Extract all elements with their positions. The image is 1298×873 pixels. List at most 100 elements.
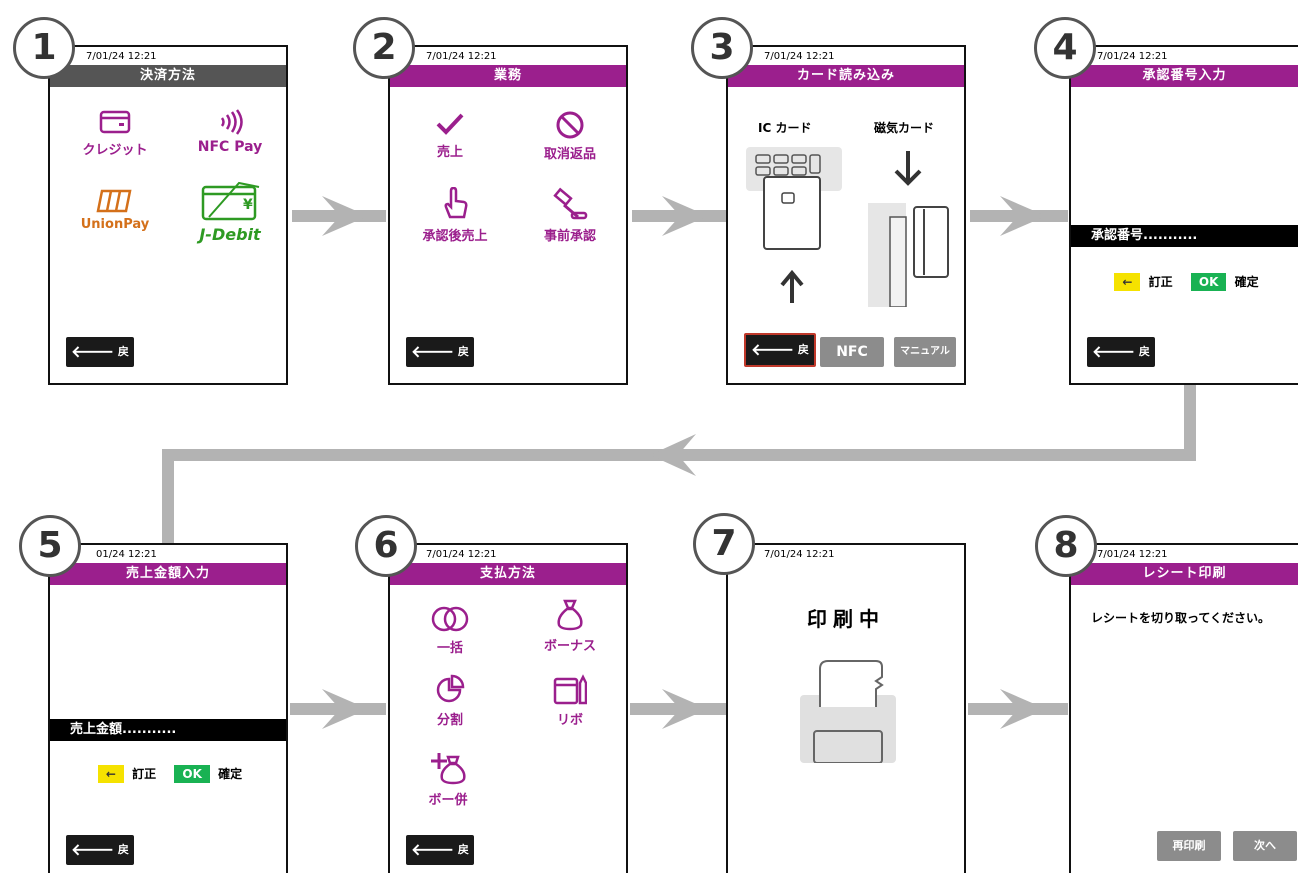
svg-text:¥: ¥ <box>243 197 253 213</box>
double-circle-icon <box>431 606 469 632</box>
screen-title: 売上金額入力 <box>50 563 286 585</box>
nfc-wave-icon <box>220 109 243 135</box>
installment-option[interactable]: 分割 <box>400 673 500 728</box>
step-badge-8: 8 <box>1035 515 1097 577</box>
nfc-button[interactable]: NFC <box>820 337 884 367</box>
credit-option[interactable]: クレジット <box>70 109 160 158</box>
back-button[interactable]: 🡐 戻る <box>406 337 474 383</box>
bonus-label: ボーナス <box>543 639 596 654</box>
hand-pointer-icon <box>444 187 468 219</box>
approval-number-field[interactable]: 承認番号........... <box>1071 225 1298 247</box>
timestamp: 7/01/24 12:21 <box>1097 51 1168 62</box>
lump-sum-option[interactable]: 一括 <box>400 605 500 656</box>
correct-key: ← <box>1114 273 1141 291</box>
ok-key: OK <box>1190 273 1227 291</box>
back-button[interactable]: 🡐 戻る <box>744 333 816 383</box>
unionpay-option[interactable]: UnionPay <box>65 189 165 232</box>
jdebit-option[interactable]: ¥ J-Debit <box>180 179 280 244</box>
sale-label: 売上 <box>436 145 463 160</box>
nfc-pay-label: NFC Pay <box>197 139 263 155</box>
magnetic-reader-illustration <box>868 151 949 307</box>
prohibited-icon <box>556 111 584 139</box>
next-button[interactable]: 次へ 🡒 <box>1233 831 1297 873</box>
flow-arrow-3-4 <box>1000 196 1046 236</box>
back-button[interactable]: 🡐 戻る <box>1087 337 1155 383</box>
post-approval-sale-option[interactable]: 承認後売上 <box>400 187 510 244</box>
screen-business: 7/01/24 12:21 業務 売上 取消返品 承認後売上 事前承認 🡐 戻る <box>388 45 628 385</box>
revolving-option[interactable]: リボ <box>520 673 620 728</box>
confirm-label: 確定 <box>1234 275 1259 289</box>
mag-card-label: 磁気カード <box>874 121 935 135</box>
back-label: 戻る <box>117 843 129 856</box>
back-label: 戻る <box>1115 345 1150 385</box>
step-badge-5: 5 <box>19 515 81 577</box>
screen-printing: 7/01/24 12:21 印刷中 <box>726 543 966 873</box>
step-badge-1: 1 <box>13 17 75 79</box>
pre-approval-label: 事前承認 <box>543 229 596 244</box>
back-button[interactable]: 🡐 戻る <box>406 835 474 865</box>
back-label: 戻る <box>457 843 469 856</box>
jdebit-card-icon: ¥ <box>201 181 260 221</box>
gavel-icon <box>553 187 588 220</box>
unionpay-icon <box>96 189 132 213</box>
timestamp: 7/01/24 12:21 <box>426 51 497 62</box>
timestamp: 01/24 12:21 <box>96 549 157 560</box>
manual-button[interactable]: マニュアル <box>894 337 956 367</box>
credit-card-icon <box>99 110 131 134</box>
arrow-left-icon: 🡐 <box>1092 342 1136 361</box>
step-badge-6: 6 <box>355 515 417 577</box>
screen-approval-number: 7/01/24 12:21 承認番号入力 承認番号........... ← 訂… <box>1069 45 1298 385</box>
timestamp: 7/01/24 12:21 <box>764 51 835 62</box>
refund-label: 取消返品 <box>543 147 596 162</box>
key-hints: ← 訂正 OK 確定 <box>50 765 286 783</box>
flow-arrow-7-8 <box>1000 689 1046 729</box>
screen-payment-plan: 7/01/24 12:21 支払方法 一括 ボーナス 分割 リボ <box>388 543 628 873</box>
timestamp: 7/01/24 12:21 <box>764 549 835 560</box>
back-button[interactable]: 🡐 戻る <box>66 337 134 383</box>
bonus-option[interactable]: ボーナス <box>520 599 620 654</box>
timestamp: 7/01/24 12:21 <box>426 549 497 560</box>
sale-option[interactable]: 売上 <box>400 111 500 160</box>
revolving-label: リボ <box>556 713 583 728</box>
card-pen-icon <box>553 674 587 705</box>
arrow-left-icon: 🡐 <box>71 840 115 859</box>
step-badge-2: 2 <box>353 17 415 79</box>
back-label: 戻る <box>434 345 469 385</box>
refund-option[interactable]: 取消返品 <box>520 111 620 162</box>
reprint-button[interactable]: 再印刷 <box>1157 831 1221 861</box>
printer-icon <box>800 660 896 763</box>
back-label: 戻る <box>94 345 129 385</box>
arrow-left-icon: 🡐 <box>411 840 455 859</box>
credit-label: クレジット <box>82 143 148 158</box>
unionpay-label: UnionPay <box>80 217 150 232</box>
back-button[interactable]: 🡐 戻る <box>66 835 134 865</box>
screen-title: 承認番号入力 <box>1071 65 1298 87</box>
sales-amount-field[interactable]: 売上金額........... <box>50 719 286 741</box>
step-badge-3: 3 <box>691 17 753 79</box>
correct-key: ← <box>97 765 124 783</box>
pie-chart-icon <box>436 674 465 703</box>
installment-label: 分割 <box>436 713 463 728</box>
screen-sales-amount: 01/24 12:21 売上金額入力 売上金額........... ← 訂正 … <box>48 543 288 873</box>
step-badge-4: 4 <box>1034 17 1096 79</box>
key-hints: ← 訂正 OK 確定 <box>1071 273 1298 291</box>
flow-arrow-1-2 <box>322 196 368 236</box>
ic-card-reader-illustration <box>746 147 842 303</box>
screen-title: レシート印刷 <box>1071 563 1298 585</box>
lump-sum-label: 一括 <box>436 641 463 656</box>
confirm-label: 確定 <box>218 767 243 781</box>
bonus-combined-option[interactable]: ボー併 <box>398 751 498 808</box>
pre-approval-option[interactable]: 事前承認 <box>520 187 620 244</box>
nfc-pay-option[interactable]: NFC Pay <box>180 109 280 155</box>
money-bag-icon <box>557 599 583 631</box>
flow-arrow-5-6 <box>322 689 368 729</box>
printing-message: 印刷中 <box>807 607 885 631</box>
timestamp: 7/01/24 12:21 <box>86 51 157 62</box>
receipt-message: レシートを切り取ってください。 <box>1091 611 1271 625</box>
correct-label: 訂正 <box>1148 275 1173 289</box>
timestamp: 7/01/24 12:21 <box>1097 549 1168 560</box>
arrow-left-icon: 🡐 <box>71 342 115 361</box>
arrow-right-icon: 🡒 <box>1244 866 1287 873</box>
arrow-left-icon: 🡐 <box>751 340 795 359</box>
